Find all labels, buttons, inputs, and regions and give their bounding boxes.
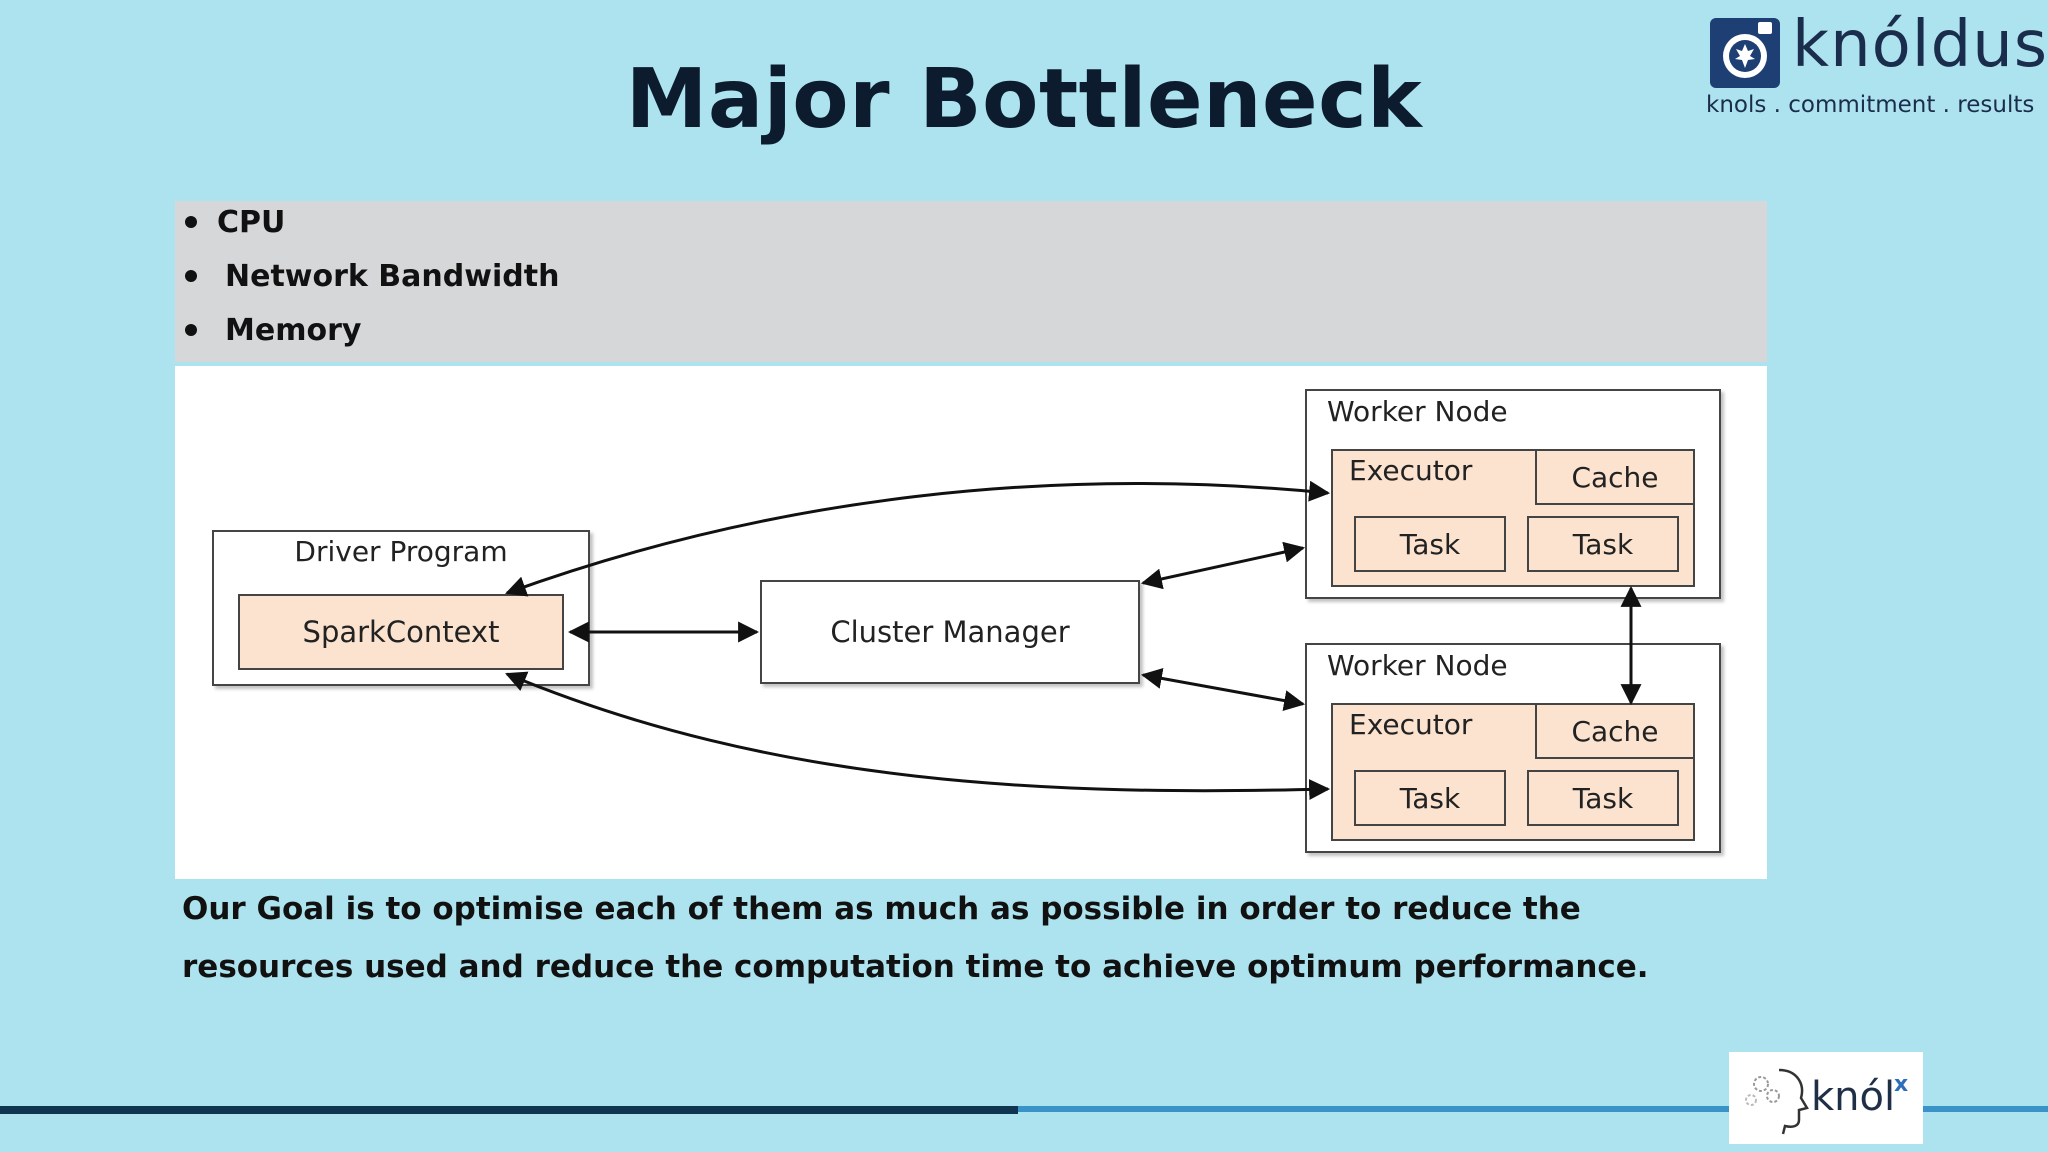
task-label: Task — [1399, 528, 1461, 561]
knoldus-logo: knóldus knols . commitment . results — [1700, 8, 2047, 124]
worker-node-1: Worker Node Executor Cache Task Task — [1305, 389, 1721, 599]
cache-label: Cache — [1571, 461, 1658, 494]
list-item: Network Bandwidth — [185, 259, 559, 294]
spark-context-label: SparkContext — [303, 615, 500, 649]
task-box — [1527, 516, 1679, 572]
arrow-driver-worker1 — [505, 480, 1331, 597]
arrow-cluster-worker2 — [1140, 668, 1306, 711]
page-title: Major Bottleneck — [625, 52, 1423, 147]
diagram-arrows — [505, 480, 1642, 800]
footer-bar-dark — [0, 1106, 1018, 1114]
task-label: Task — [1399, 782, 1461, 815]
bullet-icon — [185, 269, 197, 282]
task-box — [1527, 770, 1679, 826]
knolx-superscript: x — [1894, 1072, 1909, 1097]
logo-tagline: knols . commitment . results — [1706, 92, 2035, 118]
worker-node-title: Worker Node — [1327, 649, 1508, 682]
cluster-manager-box: Cluster Manager — [760, 580, 1140, 684]
executor-label: Executor — [1349, 708, 1473, 741]
logo-wordmark: knóldus — [1792, 8, 2048, 82]
knolx-logo: knól x — [1729, 1052, 1923, 1144]
cache-box — [1535, 703, 1695, 759]
bullet-icon — [185, 215, 197, 228]
list-item: Memory — [185, 313, 361, 348]
worker-node-2: Worker Node Executor Cache Task Task — [1305, 643, 1721, 853]
arrow-driver-worker2 — [505, 671, 1331, 800]
knoldus-logo-icon — [1710, 18, 1780, 88]
knolx-wordmark: knól — [1811, 1074, 1896, 1120]
driver-program-label: Driver Program — [294, 535, 507, 568]
task-box — [1354, 516, 1506, 572]
cache-box — [1535, 449, 1695, 505]
bottleneck-list: CPU Network Bandwidth Memory — [175, 201, 1767, 362]
cluster-manager-label: Cluster Manager — [830, 615, 1069, 649]
executor-label: Executor — [1349, 454, 1473, 487]
list-item: CPU — [185, 205, 285, 240]
spark-context-box — [238, 594, 564, 670]
driver-program-box: Driver Program SparkContext — [212, 530, 590, 686]
task-box — [1354, 770, 1506, 826]
footer-bar-light — [1018, 1106, 2048, 1112]
goal-statement: Our Goal is to optimise each of them as … — [182, 891, 1649, 985]
worker-node-title: Worker Node — [1327, 395, 1508, 428]
arrow-cluster-worker1 — [1140, 541, 1306, 590]
bullet-icon — [185, 323, 197, 336]
spark-architecture-diagram: Driver Program SparkContext Cluster Mana… — [175, 366, 1767, 879]
head-gears-icon — [1745, 1068, 1809, 1135]
task-label: Task — [1572, 528, 1634, 561]
task-label: Task — [1572, 782, 1634, 815]
cache-label: Cache — [1571, 715, 1658, 748]
